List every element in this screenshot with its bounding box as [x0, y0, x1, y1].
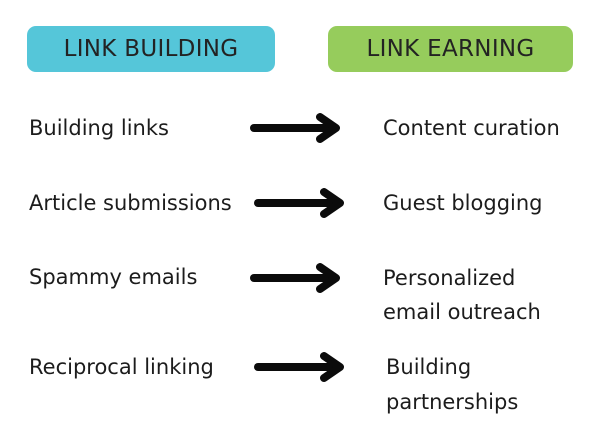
row-4-from-label: Reciprocal linking: [29, 355, 214, 379]
row-2-from-label: Article submissions: [29, 191, 232, 215]
row-3-to-label-line-2: email outreach: [383, 300, 541, 324]
arrow-right-icon: [250, 113, 346, 143]
arrow-right-icon: [254, 188, 350, 218]
arrow-right-icon: [254, 352, 350, 382]
link-earning-header-text: LINK EARNING: [366, 36, 535, 62]
row-3-from-label: Spammy emails: [29, 265, 198, 289]
arrow-right-icon: [250, 263, 346, 293]
row-2-to-label: Guest blogging: [383, 191, 543, 215]
row-1-from-label: Building links: [29, 116, 169, 140]
link-building-header: LINK BUILDING: [27, 26, 275, 72]
row-4-to-label-line-2: partnerships: [386, 390, 519, 414]
row-4-to-label-line-1: Building: [386, 355, 472, 379]
link-earning-header: LINK EARNING: [328, 26, 573, 72]
link-building-header-text: LINK BUILDING: [63, 36, 239, 62]
row-1-to-label: Content curation: [383, 116, 560, 140]
row-3-to-label-line-1: Personalized: [383, 266, 516, 290]
